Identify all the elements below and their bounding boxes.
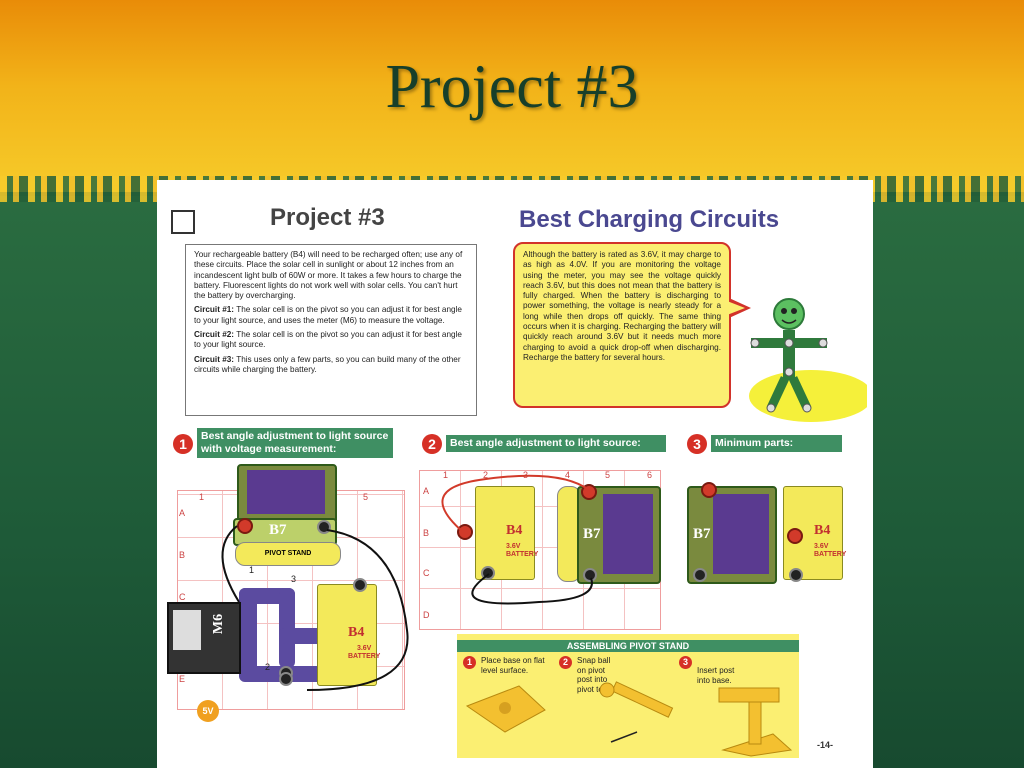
grid2-row-b: B xyxy=(423,528,430,538)
best-charging-title: Best Charging Circuits xyxy=(519,206,780,233)
red-snap-2 xyxy=(457,524,473,540)
circuit-3-desc: Circuit #3: This uses only a few parts, … xyxy=(194,354,461,374)
wire-label-3: 3 xyxy=(291,574,297,584)
section-2-title: Best angle adjustment to light source: xyxy=(446,435,666,452)
solar-cell-b7-2: B7 xyxy=(577,486,661,584)
grid2-col-2: 2 xyxy=(483,470,489,480)
grid1-col-5: 5 xyxy=(363,492,369,502)
5v-badge: 5V xyxy=(197,700,219,722)
pivot-step-1-num: 1 xyxy=(463,656,476,669)
meter-m6: M6 xyxy=(167,602,241,674)
pivot-step-2-text: Snap ball on pivot post into pivot top. xyxy=(577,656,611,694)
grid2-col-5: 5 xyxy=(605,470,611,480)
grid2-row-d: D xyxy=(423,610,430,620)
grid1-col-1: 1 xyxy=(199,492,205,502)
grid2-col-1: 1 xyxy=(443,470,449,480)
black-snap-4 xyxy=(279,672,293,686)
callout-tail-fill xyxy=(727,301,745,315)
wire-label-1: 1 xyxy=(249,565,255,575)
pivot-step-3-text: Insert post into base. xyxy=(697,666,735,685)
circuit-1-wires xyxy=(221,525,409,691)
grid1-row-e: E xyxy=(179,674,186,684)
circuit-2-wires xyxy=(441,474,593,605)
circuit-1-desc: Circuit #1: The solar cell is on the piv… xyxy=(194,305,462,325)
section-1-number: 1 xyxy=(173,434,193,454)
grid2-col-4: 4 xyxy=(565,470,571,480)
wire-vertical-1 xyxy=(239,588,257,680)
page-number: -14- xyxy=(817,740,834,750)
red-snap-1 xyxy=(237,518,253,534)
solar-panel xyxy=(247,470,325,514)
black-snap-6 xyxy=(583,568,597,582)
b4-label-3: B4 xyxy=(814,523,831,538)
callout-box: Although the battery is rated as 3.6V, i… xyxy=(513,242,731,408)
intro-text: Your rechargeable battery (B4) will need… xyxy=(194,250,463,301)
pivot-step-1-text: Place base on flat level surface. xyxy=(481,656,545,675)
grid2-row-c: C xyxy=(423,568,430,578)
section-1-title: Best angle adjustment to light source wi… xyxy=(197,428,393,458)
section-3-number: 3 xyxy=(687,434,707,454)
wire-label-2: 2 xyxy=(265,662,271,672)
b7-label-2: B7 xyxy=(583,526,601,542)
grid1-row-a: A xyxy=(179,508,186,518)
checkbox-icon xyxy=(171,210,195,234)
project-title: Project #3 xyxy=(270,204,385,231)
b7-label: B7 xyxy=(269,522,287,538)
black-snap-7 xyxy=(693,568,707,582)
circuit-2-desc: Circuit #2: The solar cell is on the piv… xyxy=(194,330,462,350)
red-snap-4 xyxy=(701,482,717,498)
grid1-row-c: C xyxy=(179,592,186,602)
black-snap-2 xyxy=(353,578,367,592)
grid2-row-a: A xyxy=(423,486,430,496)
section-2-number: 2 xyxy=(422,434,442,454)
manual-page: Project #3 Best Charging Circuits Your r… xyxy=(157,180,873,768)
slide-title: Project #3 xyxy=(385,53,639,121)
solar-panel-2 xyxy=(603,494,653,574)
intro-box: Your rechargeable battery (B4) will need… xyxy=(185,244,477,416)
pivot-parts-illustration xyxy=(465,681,793,757)
red-snap-5 xyxy=(787,528,803,544)
b7-label-3: B7 xyxy=(693,526,711,542)
solar-panel-3 xyxy=(713,494,769,574)
mascot-icon xyxy=(749,298,867,422)
pivot-stand-part: PIVOT STAND xyxy=(235,542,341,566)
pivot-assembly-title: ASSEMBLING PIVOT STAND xyxy=(457,640,799,652)
grid1-row-b: B xyxy=(179,550,186,560)
b4-label-2: B4 xyxy=(506,523,523,538)
solar-cell-b7-3: B7 xyxy=(687,486,777,584)
pivot-step-2-num: 2 xyxy=(559,656,572,669)
b4-label-1: B4 xyxy=(348,625,365,640)
pivot-step-3-num: 3 xyxy=(679,656,692,669)
grid2-col-6: 6 xyxy=(647,470,653,480)
black-snap-8 xyxy=(789,568,803,582)
section-3-title: Minimum parts: xyxy=(711,435,842,452)
meter-face xyxy=(173,610,201,650)
title-banner xyxy=(0,0,1024,192)
